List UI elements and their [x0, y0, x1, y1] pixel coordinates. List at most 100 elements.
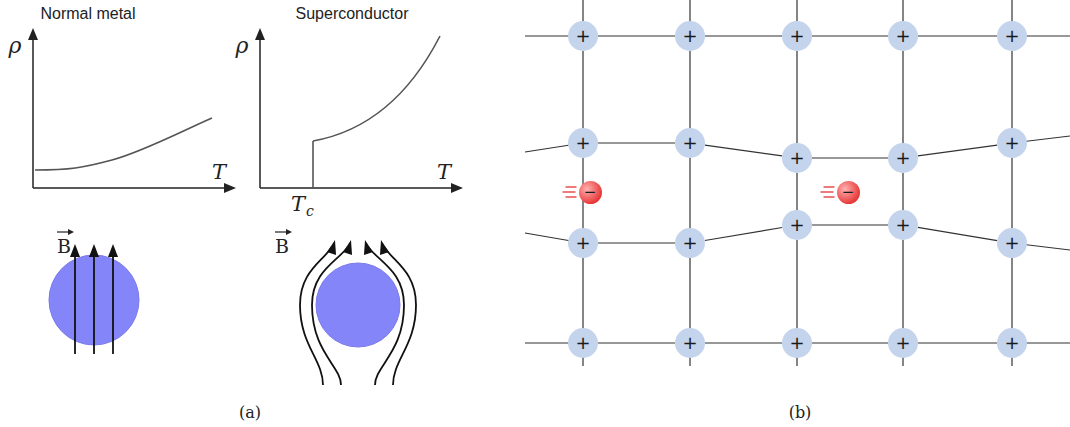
lattice-line [598, 242, 675, 243]
resistivity-drop [312, 141, 314, 188]
charge-sign: + [575, 234, 590, 252]
lattice-bond [598, 343, 675, 344]
lattice-bond [598, 243, 675, 244]
lattice-line [918, 342, 997, 343]
resistivity-curve [313, 36, 440, 141]
subscript: c [306, 204, 314, 218]
lattice-line [918, 35, 997, 36]
charge-sign: + [789, 334, 804, 352]
charge-sign: + [895, 27, 910, 45]
lattice-line [705, 342, 782, 343]
lattice-ion: + [782, 328, 812, 358]
lattice-line [918, 227, 997, 240]
lattice-ion: + [675, 228, 705, 258]
lattice-bond [812, 158, 888, 159]
axis-label: ρ [236, 35, 249, 57]
charge-sign: + [575, 334, 590, 352]
lattice-bond [583, 258, 584, 328]
charge-sign: + [682, 27, 697, 45]
lattice-stubs [525, 0, 1070, 366]
panel-label: (a) [239, 405, 261, 421]
lattice-ion: + [675, 128, 705, 158]
lattice-line [705, 145, 782, 156]
motion-streak [821, 191, 833, 192]
lattice-line [582, 51, 583, 128]
axis-arrowhead [255, 28, 265, 40]
axis-label: T [437, 162, 451, 183]
x-axis [33, 187, 228, 189]
charge-sign: − [842, 185, 855, 200]
lattice-line [598, 35, 675, 36]
lattice-line [598, 342, 675, 343]
motion-streak [566, 196, 576, 197]
lattice-ion: + [782, 21, 812, 51]
charge-sign: + [895, 334, 910, 352]
charge-sign: + [1004, 27, 1019, 45]
lattice-ion: + [675, 21, 705, 51]
lattice-line [705, 227, 782, 240]
lattice-bond [690, 51, 691, 128]
superconductor-sphere [316, 263, 400, 347]
lattice-line [902, 51, 903, 143]
lattice-bond [903, 240, 904, 328]
field-arrowhead [89, 244, 99, 257]
field-line [112, 252, 114, 354]
lattice-bond [583, 51, 584, 128]
lattice-line [689, 51, 690, 128]
panel-title: Normal metal [40, 6, 135, 22]
electron: − [837, 181, 860, 204]
lattice-bond [690, 158, 691, 228]
lattice-line [796, 51, 797, 143]
lattice-line [902, 240, 903, 328]
lattice-bond [918, 343, 997, 344]
lattice-bond [705, 145, 782, 156]
lattice-bond [598, 36, 675, 37]
field-line [93, 252, 95, 354]
lattice-bond [918, 227, 997, 240]
vector-arrowhead [286, 229, 292, 235]
lattice-line [812, 342, 888, 343]
charge-sign: + [575, 27, 590, 45]
charge-sign: − [584, 185, 597, 200]
lattice-ion: + [675, 328, 705, 358]
axis-arrowhead [224, 183, 236, 193]
lattice-line [918, 145, 997, 156]
axis-arrowhead [451, 183, 463, 193]
lattice-bond [918, 36, 997, 37]
lattice-line [812, 157, 888, 158]
field-arrowhead [343, 240, 352, 255]
y-axis [32, 36, 34, 188]
charge-sign: + [895, 216, 910, 234]
charge-sign: + [1004, 334, 1019, 352]
lattice-bond [1012, 258, 1013, 328]
electron: − [579, 181, 602, 204]
lattice-line [689, 158, 690, 228]
lattice-line [598, 142, 675, 143]
lattice-bond [797, 173, 798, 210]
lattice-ion: + [782, 210, 812, 240]
lattice-bond [797, 51, 798, 143]
lattice-bond [705, 227, 782, 240]
lattice-ion: + [997, 128, 1027, 158]
panel-label: (b) [789, 405, 812, 421]
field-arrowhead [108, 244, 118, 257]
lattice-line [902, 173, 903, 210]
lattice-bond [705, 343, 782, 344]
lattice-bond [598, 143, 675, 144]
lattice-bond [690, 258, 691, 328]
motion-streak [824, 196, 834, 197]
x-axis [260, 187, 455, 189]
lattice-bond [812, 36, 888, 37]
critical-temperature: T [291, 194, 305, 215]
lattice-line [796, 240, 797, 328]
field-line [74, 252, 76, 354]
lattice-bond [812, 225, 888, 226]
motion-streak [563, 191, 575, 192]
charge-sign: + [895, 149, 910, 167]
axis-arrowhead [28, 28, 38, 40]
motion-streak [566, 186, 576, 187]
lattice-ion: + [888, 21, 918, 51]
lattice-bond [705, 36, 782, 37]
charge-sign: + [575, 134, 590, 152]
